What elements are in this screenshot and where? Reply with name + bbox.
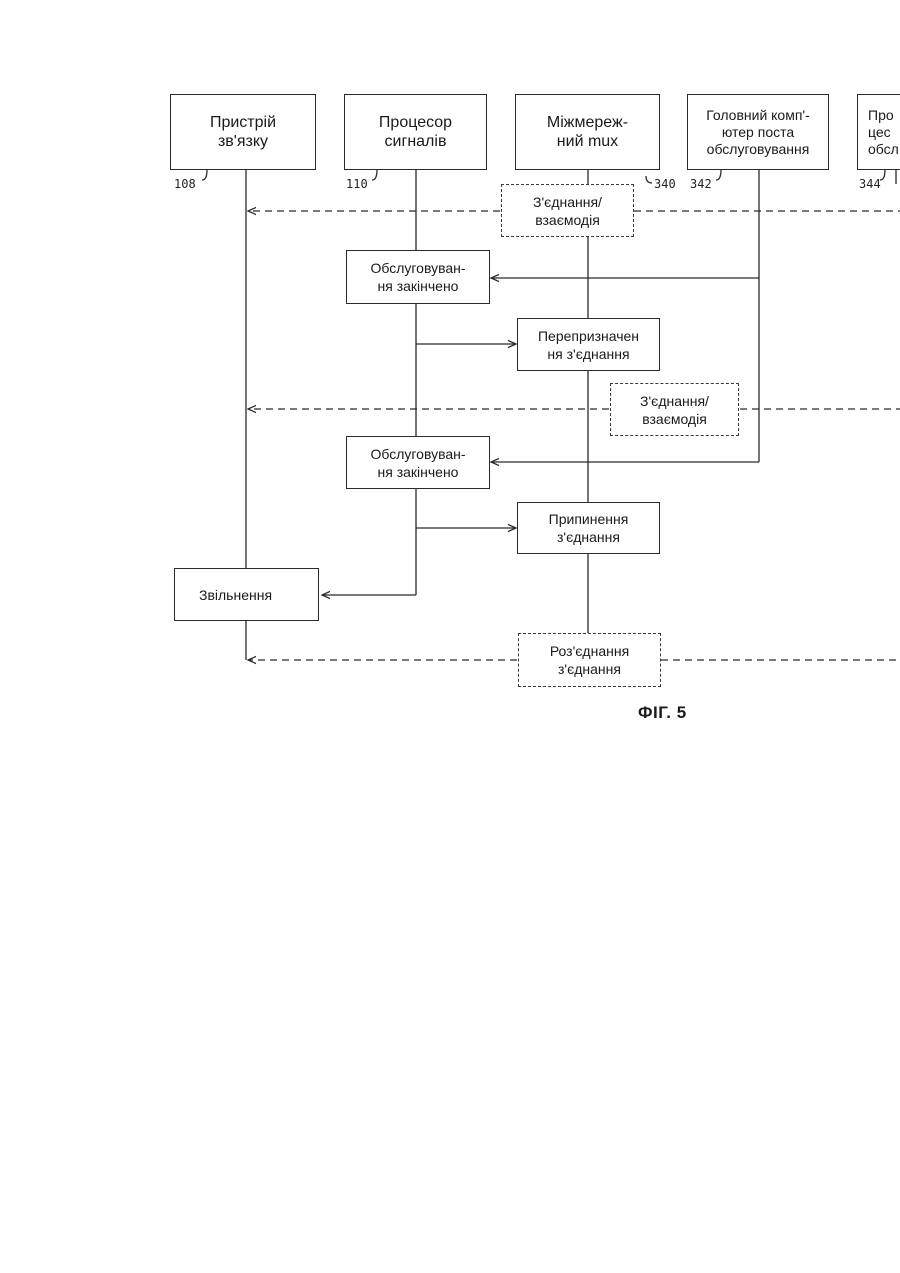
ref-number-110: 110 bbox=[346, 177, 368, 191]
participant-service-process: Про цес обсл bbox=[857, 94, 900, 170]
participant-label: Пристрій зв'язку bbox=[210, 113, 276, 151]
step-service-done-2: Обслуговуван- ня закінчено bbox=[346, 436, 490, 489]
ref-hook-110 bbox=[372, 170, 377, 180]
participant-internetwork-mux: Міжмереж- ний mux bbox=[515, 94, 660, 170]
participant-service-station-host: Головний комп'- ютер поста обслуговуванн… bbox=[687, 94, 829, 170]
participant-label: Міжмереж- ний mux bbox=[547, 113, 628, 151]
ref-hook-342 bbox=[716, 170, 721, 180]
step-release: Звільнення bbox=[174, 568, 319, 621]
step-disconnect-connection: Роз'єднання з'єднання bbox=[518, 633, 661, 687]
ref-number-342: 342 bbox=[690, 177, 712, 191]
participant-label: Процесор сигналів bbox=[379, 113, 452, 151]
ref-number-108: 108 bbox=[174, 177, 196, 191]
ref-hook-344 bbox=[880, 170, 885, 180]
ref-hook-340 bbox=[646, 176, 652, 183]
step-terminate-connection: Припинення з'єднання bbox=[517, 502, 660, 554]
step-connection-interaction-2: З'єднання/ взаємодія bbox=[610, 383, 739, 436]
ref-number-340: 340 bbox=[654, 177, 676, 191]
figure-caption: ФІГ. 5 bbox=[638, 703, 687, 723]
participant-label: Головний комп'- ютер поста обслуговуванн… bbox=[706, 107, 810, 158]
participant-label: Про цес обсл bbox=[868, 107, 899, 158]
ref-hook-108 bbox=[202, 170, 207, 180]
step-connection-interaction-1: З'єднання/ взаємодія bbox=[501, 184, 634, 237]
ref-number-344: 344 bbox=[859, 177, 881, 191]
participant-communication-device: Пристрій зв'язку bbox=[170, 94, 316, 170]
step-service-done-1: Обслуговуван- ня закінчено bbox=[346, 250, 490, 304]
step-reassign-connection: Перепризначен ня з'єднання bbox=[517, 318, 660, 371]
participant-signal-processor: Процесор сигналів bbox=[344, 94, 487, 170]
